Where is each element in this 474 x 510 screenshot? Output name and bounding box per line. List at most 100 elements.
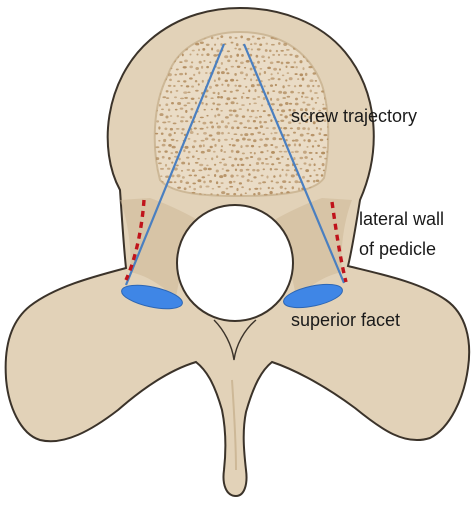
cancellous-dot bbox=[167, 73, 172, 77]
cancellous-dot bbox=[299, 167, 303, 170]
cancellous-dot bbox=[284, 187, 287, 190]
cancellous-dot bbox=[240, 61, 244, 65]
cancellous-dot bbox=[239, 168, 244, 172]
cancellous-dot bbox=[317, 144, 320, 148]
cancellous-dot bbox=[282, 180, 287, 183]
cancellous-dot bbox=[263, 193, 268, 196]
cancellous-dot bbox=[297, 187, 301, 191]
cancellous-dot bbox=[276, 157, 280, 160]
cancellous-dot bbox=[246, 108, 250, 112]
cancellous-dot bbox=[298, 143, 302, 147]
cancellous-dot bbox=[187, 138, 191, 140]
cancellous-dot bbox=[207, 167, 212, 171]
cancellous-dot bbox=[263, 71, 267, 74]
cancellous-dot bbox=[167, 167, 171, 170]
cancellous-dot bbox=[286, 134, 290, 137]
cancellous-dot bbox=[245, 156, 249, 160]
cancellous-dot bbox=[260, 104, 264, 107]
cancellous-dot bbox=[184, 145, 189, 149]
cancellous-dot bbox=[310, 133, 315, 137]
cancellous-dot bbox=[276, 98, 280, 101]
cancellous-dot bbox=[155, 157, 160, 161]
cancellous-dot bbox=[201, 101, 204, 105]
cancellous-dot bbox=[306, 132, 310, 135]
cancellous-dot bbox=[302, 101, 306, 104]
cancellous-dot bbox=[261, 36, 266, 39]
cancellous-dot bbox=[219, 175, 224, 179]
cancellous-dot bbox=[295, 97, 298, 101]
cancellous-dot bbox=[261, 55, 265, 58]
cancellous-dot bbox=[245, 73, 248, 77]
cancellous-dot bbox=[216, 122, 219, 125]
cancellous-dot bbox=[209, 145, 213, 149]
cancellous-dot bbox=[221, 168, 224, 170]
cancellous-dot bbox=[275, 49, 279, 53]
cancellous-dot bbox=[211, 187, 215, 190]
cancellous-dot bbox=[209, 180, 212, 183]
cancellous-dot bbox=[177, 101, 182, 106]
cancellous-dot bbox=[230, 138, 234, 140]
cancellous-dot bbox=[165, 115, 169, 119]
cancellous-dot bbox=[292, 108, 296, 112]
cancellous-dot bbox=[245, 59, 250, 63]
cancellous-dot bbox=[183, 149, 186, 153]
cancellous-dot bbox=[294, 180, 299, 184]
cancellous-dot bbox=[180, 132, 184, 135]
cancellous-dot bbox=[230, 101, 235, 105]
cancellous-dot bbox=[317, 84, 320, 88]
cancellous-dot bbox=[309, 79, 314, 83]
cancellous-dot bbox=[158, 104, 161, 107]
cancellous-dot bbox=[244, 133, 249, 137]
cancellous-dot bbox=[243, 126, 248, 129]
cancellous-dot bbox=[321, 163, 325, 167]
cancellous-dot bbox=[217, 92, 220, 95]
cancellous-dot bbox=[311, 107, 315, 111]
cancellous-dot bbox=[251, 35, 255, 38]
cancellous-dot bbox=[314, 140, 317, 143]
cancellous-dot bbox=[203, 180, 206, 184]
cancellous-dot bbox=[158, 139, 161, 142]
cancellous-dot bbox=[220, 43, 223, 46]
cancellous-dot bbox=[240, 95, 244, 99]
cancellous-dot bbox=[206, 149, 211, 153]
cancellous-dot bbox=[236, 65, 241, 68]
cancellous-dot bbox=[193, 73, 196, 77]
cancellous-dot bbox=[171, 102, 174, 105]
cancellous-dot bbox=[157, 150, 162, 153]
cancellous-dot bbox=[225, 169, 230, 172]
cancellous-dot bbox=[281, 74, 285, 77]
cancellous-dot bbox=[321, 114, 326, 117]
cancellous-dot bbox=[160, 167, 164, 170]
cancellous-dot bbox=[319, 138, 324, 142]
cancellous-dot bbox=[226, 72, 230, 75]
cancellous-dot bbox=[273, 67, 277, 71]
cancellous-dot bbox=[216, 103, 221, 106]
cancellous-dot bbox=[286, 158, 290, 160]
cancellous-dot bbox=[236, 174, 239, 177]
cancellous-dot bbox=[308, 163, 312, 167]
cancellous-dot bbox=[246, 37, 251, 41]
cancellous-dot bbox=[213, 79, 216, 83]
cancellous-dot bbox=[240, 35, 243, 39]
cancellous-dot bbox=[253, 176, 257, 179]
cancellous-dot bbox=[225, 68, 228, 71]
screw-trajectory-label: screw trajectory bbox=[291, 106, 418, 126]
cancellous-dot bbox=[234, 72, 237, 76]
cancellous-dot bbox=[252, 168, 256, 172]
cancellous-dot bbox=[249, 67, 253, 71]
cancellous-dot bbox=[309, 174, 312, 178]
cancellous-dot bbox=[322, 146, 327, 149]
cancellous-dot bbox=[238, 182, 243, 185]
vertebral-foramen bbox=[176, 204, 294, 322]
cancellous-dot bbox=[212, 150, 216, 153]
cancellous-dot bbox=[290, 66, 295, 69]
cancellous-dot bbox=[224, 55, 229, 59]
cancellous-dot bbox=[299, 133, 304, 137]
cancellous-dot bbox=[227, 59, 231, 63]
cancellous-dot bbox=[318, 167, 321, 170]
cancellous-dot bbox=[235, 79, 239, 82]
cancellous-dot bbox=[254, 126, 259, 130]
cancellous-dot bbox=[216, 37, 219, 40]
cancellous-dot bbox=[199, 41, 204, 44]
cancellous-dot bbox=[260, 174, 264, 177]
